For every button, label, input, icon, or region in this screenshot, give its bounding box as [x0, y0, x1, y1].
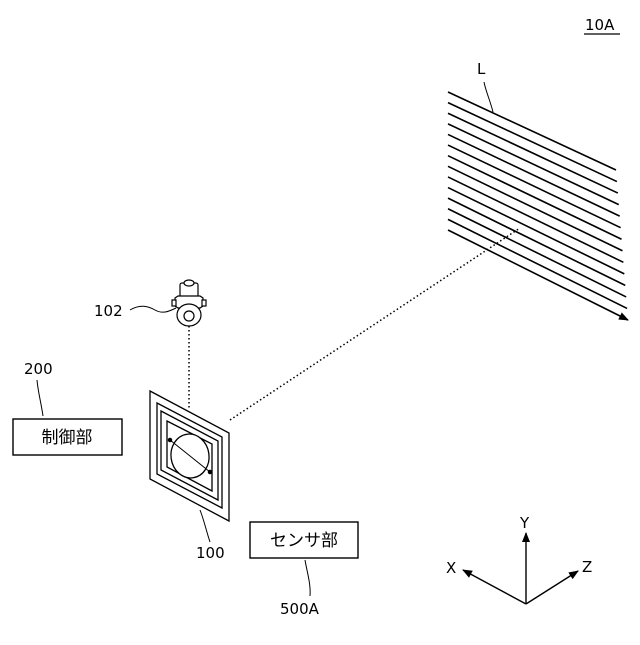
light-ray: [448, 198, 625, 285]
light-source-cap: [184, 280, 194, 286]
device-leader: [200, 510, 210, 542]
sensor-box-label: センサ部: [270, 531, 338, 551]
light-beam-label-group: L: [477, 60, 493, 112]
light-ray: [448, 209, 626, 297]
device-label-group: 100: [196, 510, 225, 562]
controller-leader: [37, 380, 43, 416]
light-source-pin-left: [172, 300, 176, 306]
controller-group: 200 制御部: [13, 360, 122, 455]
sensor-ref-label: 500A: [280, 600, 320, 618]
x-axis-arrow: [463, 570, 526, 604]
light-ray: [448, 156, 622, 240]
light-ray: [448, 188, 624, 274]
axes: [463, 533, 578, 604]
x-axis-label: X: [446, 559, 456, 577]
sensor-group: センサ部 500A: [250, 522, 358, 618]
sensor-leader: [305, 560, 310, 596]
light-beam-leader: [484, 82, 493, 112]
reflected-path: [230, 228, 520, 420]
mirror-hinge-right: [208, 470, 211, 473]
z-axis-label: Z: [582, 558, 592, 576]
light-ray: [448, 134, 620, 216]
figure-id-label: 10A: [585, 16, 615, 34]
light-ray: [448, 103, 617, 182]
light-ray: [448, 166, 622, 250]
light-ray: [448, 124, 619, 205]
light-source-leader: [130, 306, 176, 312]
light-ray: [448, 219, 627, 308]
light-source-label-group: 102: [94, 302, 176, 320]
mirror-device: [150, 391, 229, 521]
y-axis-label: Y: [519, 514, 530, 532]
light-ray: [448, 92, 616, 170]
controller-box-label: 制御部: [42, 428, 93, 448]
light-source-label: 102: [94, 302, 123, 320]
light-source-lens: [184, 311, 194, 321]
light-beam: [448, 92, 628, 320]
light-ray: [448, 145, 621, 228]
light-source-pin-right: [202, 300, 206, 306]
figure-id: 10A: [584, 16, 620, 34]
light-source: [172, 280, 206, 326]
light-ray: [448, 177, 623, 262]
controller-ref-label: 200: [24, 360, 53, 378]
light-ray: [448, 113, 618, 193]
mirror-hinge-left: [168, 438, 171, 441]
z-axis-arrow: [526, 571, 578, 604]
light-beam-label: L: [477, 60, 486, 78]
light-ray: [448, 230, 628, 320]
device-label: 100: [196, 544, 225, 562]
